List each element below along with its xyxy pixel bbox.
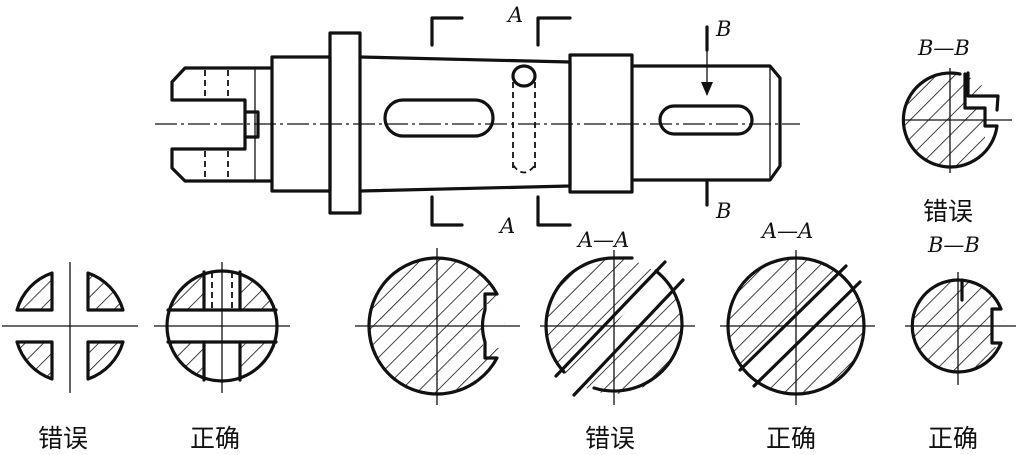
shaft-collar: [328, 31, 362, 215]
cross-section-right: 正确: [154, 262, 290, 453]
shaft-step-right: [568, 53, 634, 194]
shaft-end-right: [630, 64, 782, 182]
section-aa-right: A—A 正确: [720, 219, 875, 453]
keyway-slot-main: [383, 98, 495, 138]
caption-right-cross: 正确: [190, 424, 240, 453]
caption-wrong-cross: 错误: [38, 424, 88, 453]
section-bb-right: B—B 正确: [905, 233, 1016, 453]
keyway-slot-right: [658, 104, 754, 136]
caption-wrong-top-right: 错误: [923, 197, 973, 226]
section-b-top-label: B: [715, 17, 731, 41]
fork-end-outline: [170, 66, 274, 183]
section-bb-right-title: B—B: [927, 233, 980, 257]
cross-hole: [511, 64, 537, 88]
section-bb-wrong-title: B—B: [917, 36, 970, 60]
caption-wrong-aa: 错误: [585, 424, 635, 453]
caption-right-bb: 正确: [928, 424, 978, 453]
section-aa-right-title: A—A: [760, 219, 813, 243]
section-aa-wrong: A—A 错误: [540, 228, 695, 453]
section-a-top-label: A: [506, 3, 523, 27]
cross-section-keyway: [355, 248, 520, 405]
section-bb-wrong: B—B 错误: [901, 36, 1012, 226]
section-a-bottom-label: A: [498, 214, 515, 238]
section-b-markers: B B: [701, 17, 731, 223]
cross-section-wrong: 错误: [2, 262, 138, 453]
section-b-bottom-label: B: [715, 199, 731, 223]
section-aa-wrong-title: A—A: [576, 228, 629, 252]
section-a-markers: A A: [430, 3, 572, 238]
shaft-main-view: [155, 31, 800, 215]
caption-right-aa: 正确: [766, 424, 816, 453]
